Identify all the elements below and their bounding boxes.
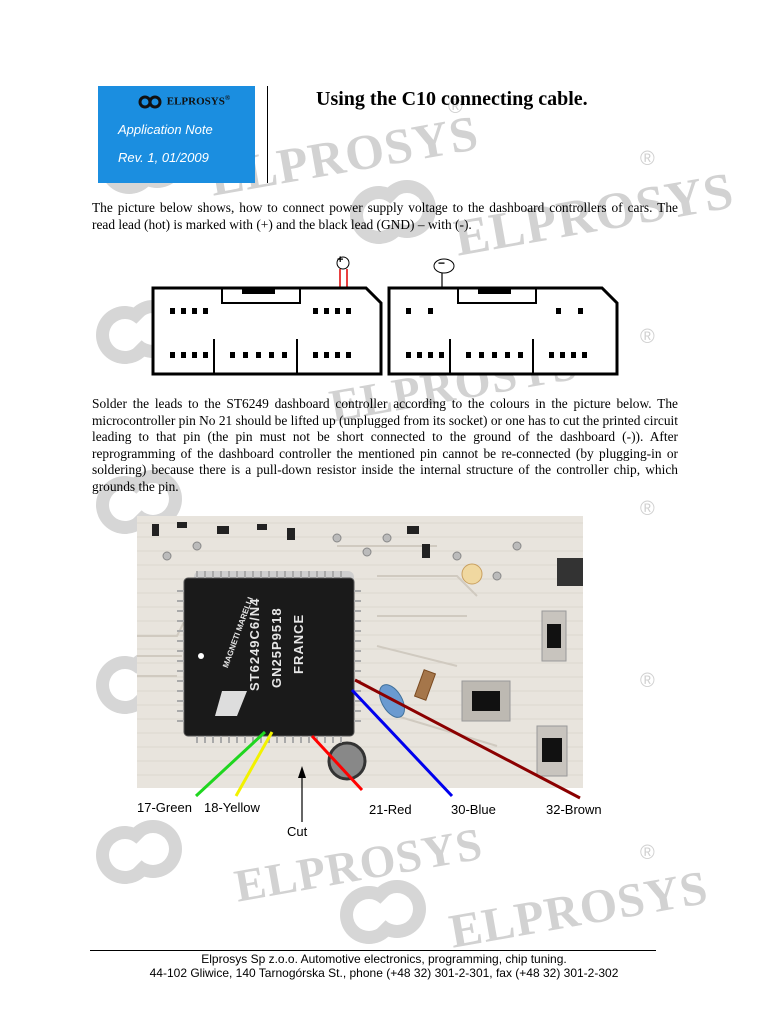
watermark-reg: ® bbox=[448, 96, 463, 118]
label-pin17: 17-Green bbox=[137, 800, 192, 815]
intro-paragraph: The picture below shows, how to connect … bbox=[92, 200, 678, 232]
plus-symbol: + bbox=[337, 254, 344, 266]
minus-symbol: − bbox=[438, 256, 446, 270]
watermark-reg: ® bbox=[640, 498, 655, 520]
footer-company: Elprosys Sp z.o.o. Automotive electronic… bbox=[201, 952, 567, 966]
brand-logo: ELPROSYS® bbox=[138, 94, 230, 109]
controller-photo: ST6249C6/N4 GN25P9518 FRANCE MAGNETI MAR… bbox=[137, 516, 583, 788]
wire-red bbox=[310, 734, 364, 792]
brand-reg: ® bbox=[224, 94, 231, 102]
label-pin18: 18-Yellow bbox=[204, 800, 260, 815]
label-pin30: 30-Blue bbox=[451, 802, 496, 817]
label-pin32: 32-Brown bbox=[546, 802, 602, 817]
watermark-logo-icon bbox=[96, 820, 182, 890]
brand-name: ELPROSYS bbox=[166, 95, 225, 108]
watermark-reg: ® bbox=[640, 148, 655, 170]
watermark-reg: ® bbox=[640, 326, 655, 348]
watermark-logo-icon bbox=[340, 880, 426, 950]
wire-green bbox=[194, 730, 267, 798]
minus-marker-icon bbox=[433, 258, 455, 274]
connector-diagram-left: + bbox=[150, 254, 384, 384]
footer-divider bbox=[90, 950, 656, 951]
ep-logo-icon bbox=[138, 95, 164, 109]
wire-brown bbox=[354, 678, 581, 800]
solder-paragraph: Solder the leads to the ST6249 dashboard… bbox=[92, 396, 678, 494]
wire-blue bbox=[350, 688, 454, 798]
revision-label: Rev. 1, 01/2009 bbox=[118, 150, 209, 165]
plus-marker-icon bbox=[336, 256, 350, 270]
wire-yellow bbox=[234, 731, 274, 797]
connector-diagram-right: − bbox=[386, 255, 620, 384]
watermark-reg: ® bbox=[640, 670, 655, 692]
watermark-logo-icon bbox=[350, 180, 436, 250]
page-title: Using the C10 connecting cable. bbox=[316, 88, 588, 110]
footer-address: 44-102 Gliwice, 140 Tarnogórska St., pho… bbox=[149, 966, 619, 980]
label-cut: Cut bbox=[287, 824, 308, 839]
header-divider bbox=[267, 86, 268, 183]
application-note-box: ELPROSYS® Application Note Rev. 1, 01/20… bbox=[98, 86, 255, 183]
watermark-reg: ® bbox=[640, 842, 655, 864]
application-note-label: Application Note bbox=[118, 122, 213, 137]
cut-arrow-icon bbox=[298, 766, 306, 822]
label-pin21: 21-Red bbox=[369, 802, 412, 817]
